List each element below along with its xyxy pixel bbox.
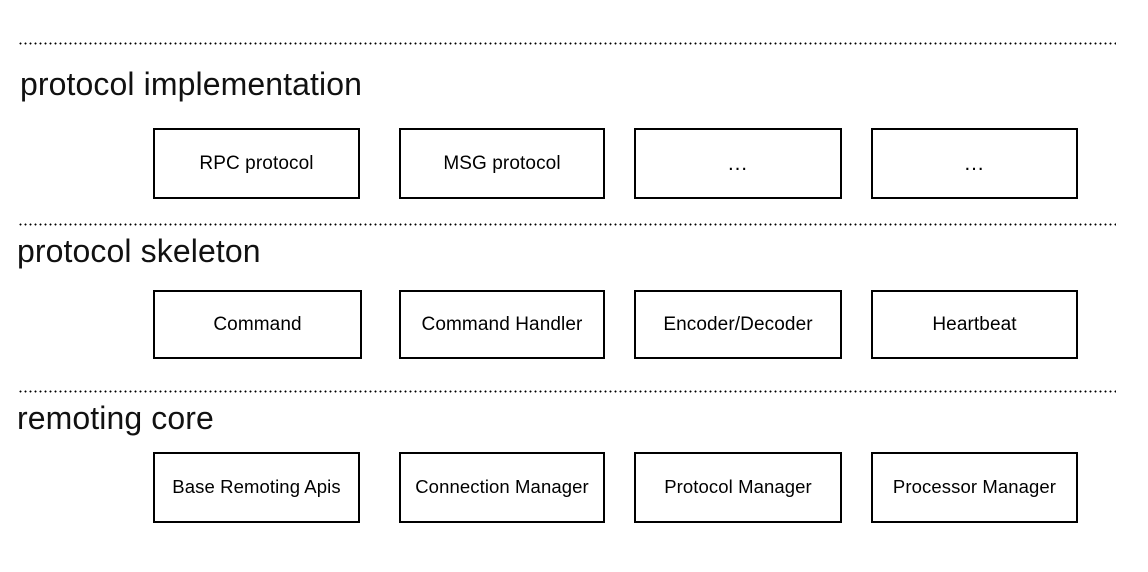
node-box-rpc-protocol[interactable]: RPC protocol bbox=[153, 128, 360, 199]
layer-title-remoting-core: remoting core bbox=[17, 400, 214, 436]
layer-divider-top bbox=[18, 42, 1116, 45]
node-box-encoder-decoder[interactable]: Encoder/Decoder bbox=[634, 290, 842, 359]
node-box-processor-manager[interactable]: Processor Manager bbox=[871, 452, 1078, 523]
node-label: Heartbeat bbox=[932, 314, 1017, 335]
node-label: Base Remoting Apis bbox=[172, 476, 341, 498]
layer-row-remoting-core: Base Remoting Apis Connection Manager Pr… bbox=[153, 452, 1078, 523]
node-label: … bbox=[727, 152, 749, 175]
node-box-protocol-placeholder-2[interactable]: … bbox=[871, 128, 1078, 199]
node-label: Protocol Manager bbox=[664, 476, 812, 498]
layer-divider-middle-lower bbox=[18, 390, 1116, 393]
node-box-connection-manager[interactable]: Connection Manager bbox=[399, 452, 605, 523]
node-box-command-handler[interactable]: Command Handler bbox=[399, 290, 605, 359]
node-box-protocol-placeholder-1[interactable]: … bbox=[634, 128, 842, 199]
node-label: Processor Manager bbox=[892, 476, 1057, 498]
layer-title-protocol-implementation: protocol implementation bbox=[20, 66, 363, 102]
node-label: MSG protocol bbox=[443, 153, 561, 174]
layer-row-protocol-skeleton: Command Command Handler Encoder/Decoder … bbox=[153, 290, 1078, 359]
node-label: Connection Manager bbox=[415, 476, 589, 498]
layer-row-protocol-implementation: RPC protocol MSG protocol … … bbox=[153, 128, 1078, 199]
node-box-heartbeat[interactable]: Heartbeat bbox=[871, 290, 1078, 359]
node-box-base-remoting-apis[interactable]: Base Remoting Apis bbox=[153, 452, 360, 523]
layer-title-protocol-skeleton: protocol skeleton bbox=[17, 233, 261, 269]
node-box-command[interactable]: Command bbox=[153, 290, 362, 359]
node-label: Command Handler bbox=[421, 314, 583, 335]
node-label: RPC protocol bbox=[199, 153, 314, 174]
node-label: … bbox=[963, 152, 986, 175]
node-label: Command bbox=[213, 314, 302, 335]
node-box-msg-protocol[interactable]: MSG protocol bbox=[399, 128, 605, 199]
node-label: Encoder/Decoder bbox=[663, 314, 813, 335]
layer-divider-middle-upper bbox=[18, 223, 1116, 226]
node-box-protocol-manager[interactable]: Protocol Manager bbox=[634, 452, 842, 523]
